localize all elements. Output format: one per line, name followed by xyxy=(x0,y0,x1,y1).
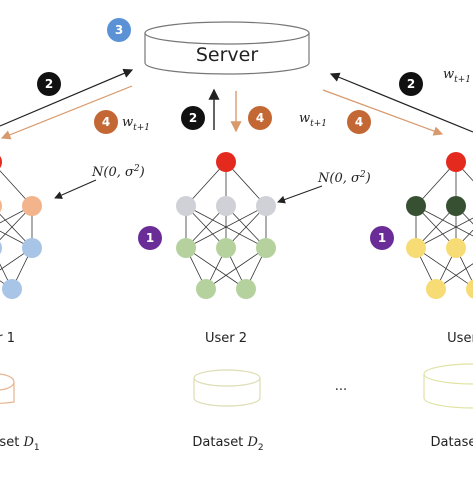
network-edge xyxy=(0,205,33,224)
step-1-badge-right: 1 xyxy=(370,226,394,250)
server-label: Server xyxy=(196,44,258,66)
step-3-badge: 3 xyxy=(107,18,131,42)
upload-arrow-user1 xyxy=(0,68,134,127)
svg-text:2: 2 xyxy=(407,77,415,91)
network-node xyxy=(426,279,446,299)
network-node xyxy=(446,152,466,172)
dataset-3-cylinder xyxy=(423,363,473,409)
noise-arrow-center xyxy=(277,185,323,204)
weight-label-center: wt+1 xyxy=(299,111,327,129)
network-node xyxy=(176,238,196,258)
network-node xyxy=(446,196,466,216)
svg-text:1: 1 xyxy=(146,231,154,245)
user-2-label: User 2 xyxy=(205,331,247,346)
dataset-3-label: Dataset xyxy=(431,435,473,450)
neural-networks xyxy=(0,152,473,299)
weight-label-left: wt+1 xyxy=(122,115,150,133)
dataset-1-label: Dataset wD1 xyxy=(0,435,40,453)
network-edge xyxy=(185,205,267,249)
network-node xyxy=(256,196,276,216)
step-2-badge-center: 2 xyxy=(181,106,205,130)
svg-text:1: 1 xyxy=(378,231,386,245)
download-arrow-user1 xyxy=(0,85,133,140)
network-node xyxy=(406,238,426,258)
svg-text:4: 4 xyxy=(256,111,264,125)
network-node xyxy=(176,196,196,216)
network-node xyxy=(466,279,473,299)
svg-text:2: 2 xyxy=(189,111,197,125)
step-1-badge-center: 1 xyxy=(138,226,162,250)
svg-text:4: 4 xyxy=(355,115,363,129)
noise-label-center: N(0, σ2) xyxy=(317,170,371,186)
network-edge xyxy=(205,247,267,290)
weight-label-right: wt+1 xyxy=(443,67,471,85)
network-edge xyxy=(0,280,13,290)
step-4-badge-right: 4 xyxy=(347,110,371,134)
network-edge xyxy=(415,205,473,237)
network-node xyxy=(22,238,42,258)
ellipsis: ... xyxy=(335,379,347,394)
network-node xyxy=(196,279,216,299)
user-1-label: User 1 xyxy=(0,331,15,346)
network-node xyxy=(216,196,236,216)
network-node xyxy=(2,279,22,299)
download-arrow-user3 xyxy=(322,89,444,136)
dataset-2-label: Dataset D2 xyxy=(192,435,263,453)
dataset-1-cylinder xyxy=(0,373,15,404)
network-node xyxy=(256,238,276,258)
upload-arrow-user3 xyxy=(329,72,473,133)
network-edge xyxy=(0,247,33,271)
network-node xyxy=(406,196,426,216)
network-node xyxy=(0,200,2,212)
step-4-badge-center: 4 xyxy=(248,106,272,130)
step-2-badge-right: 2 xyxy=(399,72,423,96)
network-edge xyxy=(435,263,473,290)
noise-label-left: N(0, σ2) xyxy=(91,164,145,180)
svg-text:4: 4 xyxy=(102,115,110,129)
network-edge xyxy=(415,217,473,249)
svg-text:3: 3 xyxy=(115,23,123,37)
network-node xyxy=(236,279,256,299)
network-node xyxy=(0,242,2,254)
network-node xyxy=(0,156,2,168)
network-node xyxy=(216,238,236,258)
step-4-badge-left: 4 xyxy=(94,110,118,134)
noise-arrow-left xyxy=(54,179,97,199)
network-node xyxy=(22,196,42,216)
user-3-label: User xyxy=(447,331,473,346)
svg-text:2: 2 xyxy=(45,77,53,91)
network-node xyxy=(216,152,236,172)
network-node xyxy=(446,238,466,258)
server: Server xyxy=(144,21,310,75)
step-2-badge-left: 2 xyxy=(37,72,61,96)
network-edge xyxy=(0,230,33,249)
dataset-2-cylinder xyxy=(193,369,261,407)
